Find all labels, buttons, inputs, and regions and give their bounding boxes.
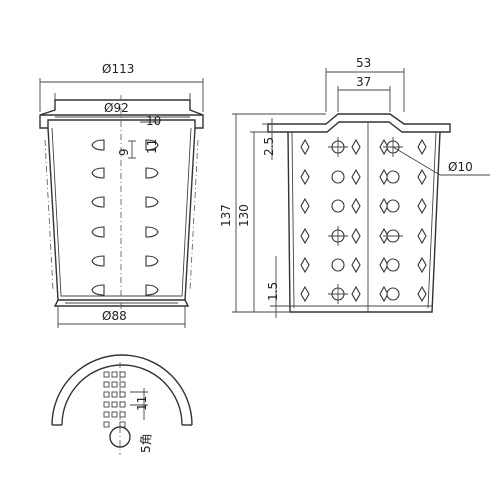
- dim-top-inner-label: Ø92: [104, 101, 129, 115]
- front-bottom-foot: [53, 299, 190, 307]
- side-hole-row: [300, 197, 427, 215]
- slot-hole: [91, 167, 105, 179]
- side-holes: [300, 137, 427, 304]
- dim-side-bottom-gap: 1.5: [266, 256, 290, 318]
- dim-side-hole-label: Ø10: [448, 160, 473, 174]
- dim-top-inner: Ø92: [54, 93, 191, 118]
- dim-slot-pitch-label: 9: [117, 148, 131, 156]
- dim-side-body-height: 130: [237, 131, 268, 312]
- slot-hole: [145, 167, 159, 179]
- dim-side-body-height-label: 130: [237, 204, 251, 227]
- side-body-inner-left: [291, 131, 295, 309]
- dim-rim-width-label: 10: [146, 114, 161, 128]
- dim-side-top-width: 53: [325, 56, 405, 112]
- slot-hole: [91, 196, 105, 208]
- slot-hole: [145, 139, 159, 151]
- side-rim: [267, 113, 451, 133]
- dim-side-bottom-gap-label: 1.5: [266, 282, 280, 301]
- side-hole-row: [300, 256, 427, 274]
- plan-center-mark-label: 5角: [139, 433, 153, 453]
- plan-slot-grid: [103, 371, 126, 428]
- dim-bottom-label: Ø88: [102, 309, 127, 323]
- side-hole-row: [300, 227, 427, 245]
- side-body-outline: [287, 131, 441, 313]
- side-hole-row: [300, 285, 427, 303]
- dim-bottom: Ø88: [57, 306, 186, 328]
- slot-hole: [91, 255, 105, 267]
- dim-top-outer: Ø113: [39, 62, 204, 112]
- dim-side-hole: Ø10: [392, 146, 490, 176]
- front-left-hidden: [44, 139, 54, 291]
- side-hole-row: [300, 168, 427, 186]
- dim-slot-pitch: 9 11: [117, 139, 159, 159]
- side-hole-row: [300, 138, 427, 156]
- front-right-hidden: [189, 139, 199, 291]
- slot-hole: [91, 139, 105, 151]
- front-body-outline: [47, 127, 196, 301]
- plan-slot-size-label: 11: [135, 396, 149, 411]
- dim-slot-size-label: 11: [145, 139, 159, 154]
- dim-top-outer-label: Ø113: [102, 62, 134, 76]
- front-view: Ø113 Ø92 10 9 11 Ø88: [39, 62, 204, 328]
- side-view: 53 37 137 130 2.5: [219, 56, 490, 318]
- plan-inner-arc: [61, 364, 183, 426]
- dim-side-rim-height-label: 2.5: [262, 137, 276, 156]
- dim-side-top-inner-label: 37: [356, 75, 371, 89]
- slot-hole: [145, 255, 159, 267]
- dim-side-overall-height-label: 137: [219, 204, 233, 227]
- front-body-inner: [51, 127, 192, 297]
- dim-side-overall-height: 137: [219, 113, 326, 313]
- side-body-inner-right: [427, 131, 437, 309]
- dim-rim-width: 10: [140, 114, 161, 128]
- front-slots-right: [145, 139, 159, 296]
- dim-side-top-width-label: 53: [356, 56, 371, 70]
- side-hole-crosses: [328, 137, 403, 304]
- slot-hole: [145, 196, 159, 208]
- dim-side-top-inner: 37: [337, 75, 391, 112]
- plan-outer-arc: [51, 354, 193, 426]
- dim-side-rim-height: 2.5: [262, 118, 276, 160]
- slot-hole: [145, 284, 159, 296]
- slot-hole: [145, 226, 159, 238]
- plan-view: 11 5角: [51, 354, 193, 455]
- front-slots-left: [91, 139, 105, 296]
- slot-hole: [91, 284, 105, 296]
- slot-hole: [91, 226, 105, 238]
